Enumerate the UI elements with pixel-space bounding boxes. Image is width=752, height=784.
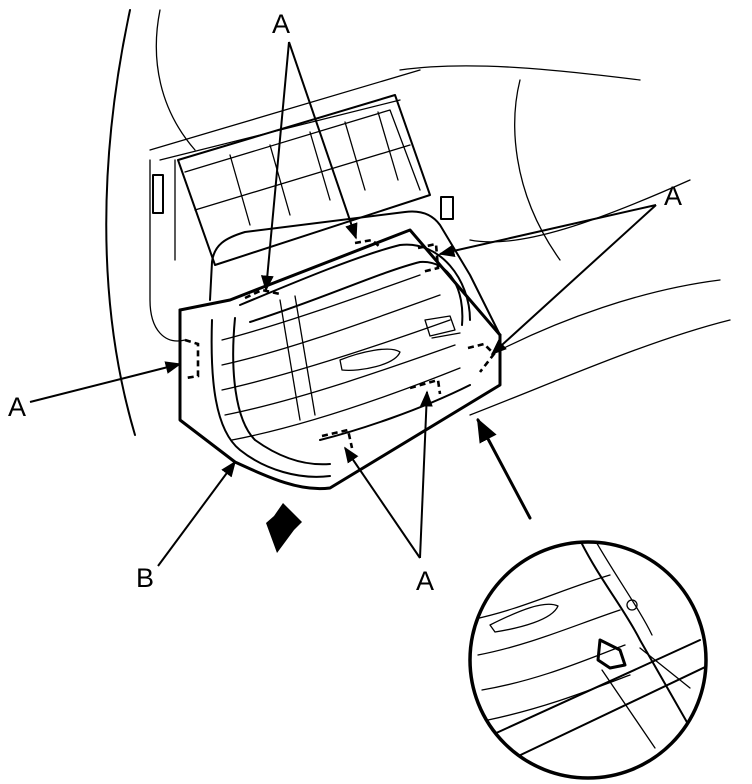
detail-view-circle bbox=[468, 540, 708, 780]
label-a-bottom: A bbox=[416, 566, 434, 596]
label-a-top: A bbox=[272, 9, 290, 39]
leader-lines bbox=[29, 41, 657, 567]
vent-bezel-b bbox=[178, 210, 502, 491]
clip-markers bbox=[184, 238, 496, 449]
label-a-right: A bbox=[664, 181, 682, 211]
label-b: B bbox=[136, 563, 154, 593]
removal-direction-arrow bbox=[266, 503, 302, 553]
dash-vent-opening bbox=[152, 94, 454, 266]
label-a-left: A bbox=[8, 392, 26, 422]
